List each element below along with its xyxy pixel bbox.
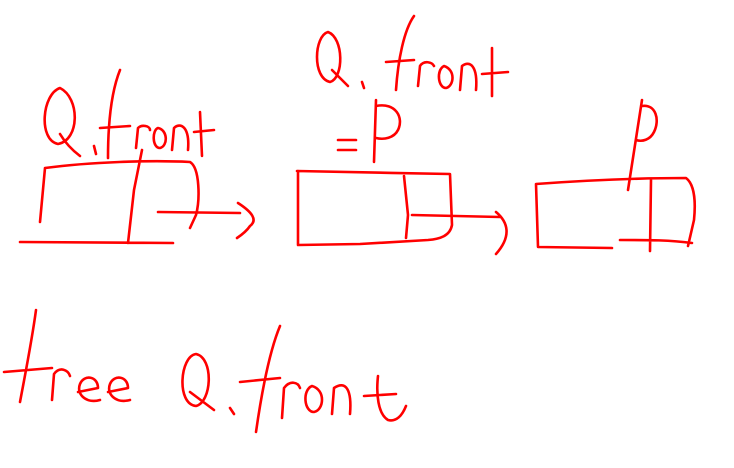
arrow-node1-to-node2 [156,201,255,240]
node-2-box [295,169,454,247]
node-1 [18,148,200,245]
node-3-pointer-label [626,98,658,192]
node1-pointer-text: Q.front [40,123,146,158]
node-3-box [534,176,697,253]
node-3 [534,176,697,253]
caption-text: free Q.front [10,374,244,420]
node-2-pointer-label [315,14,510,164]
arrow-node2-to-node3 [410,210,508,256]
node2-pointer-text-line2: =p [336,133,380,168]
node-1-pointer-label [43,68,216,160]
node-1-box [18,148,200,245]
node-2 [295,169,454,247]
node3-pointer-text: p [629,118,649,153]
node2-pointer-text-line1: Q.front [312,68,418,103]
caption-free-q-front [2,308,408,434]
